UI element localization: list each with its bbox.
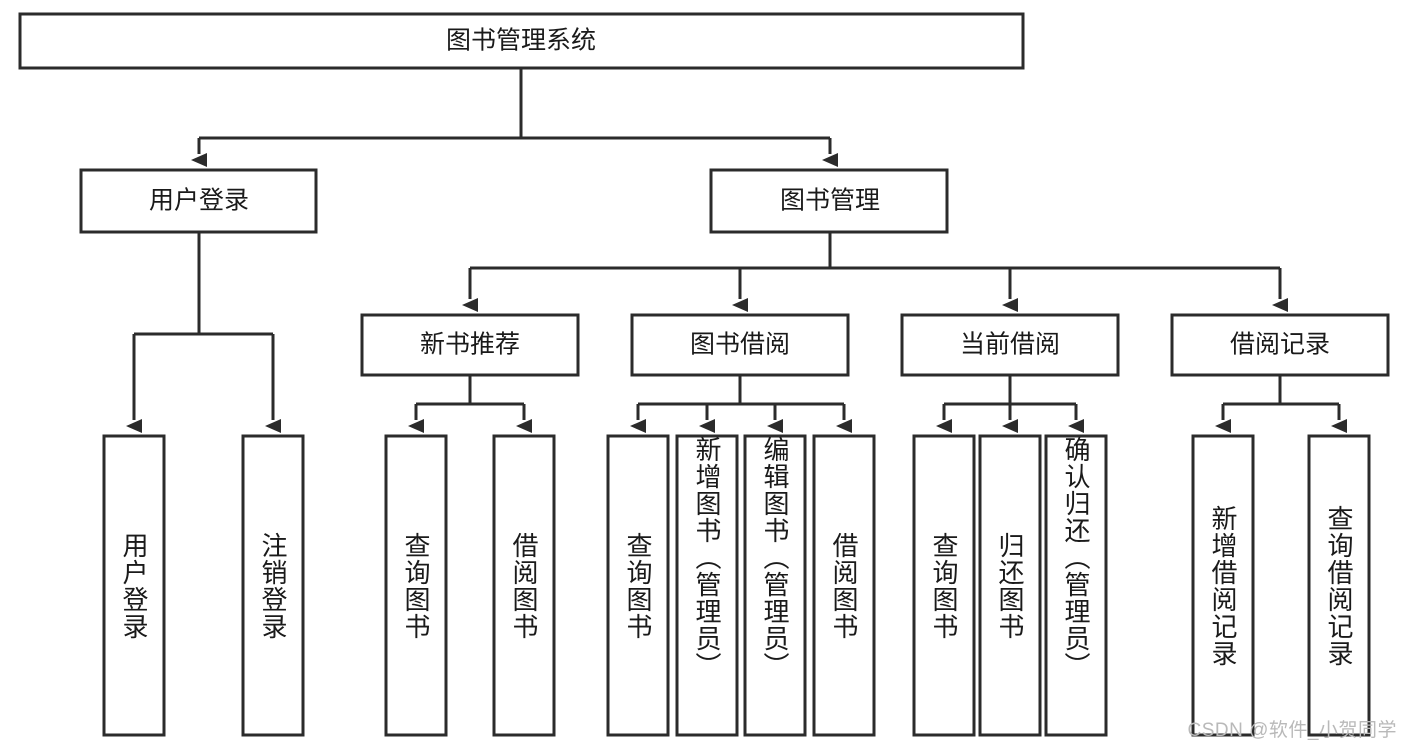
node-current-borrow[interactable]: 当前借阅 [900, 313, 1120, 377]
node-leaf-return-book[interactable] [978, 434, 1042, 737]
node-new-book-rec[interactable]: 新书推荐 [360, 313, 580, 377]
node-book-borrow-label: 图书借阅 [690, 331, 790, 359]
connector-new-book-rec-to-leaves [408, 375, 532, 433]
node-leaf-query-book-1[interactable] [384, 434, 448, 737]
node-book-manage-label: 图书管理 [780, 187, 880, 215]
node-borrow-record[interactable]: 借阅记录 [1170, 313, 1390, 377]
node-user-login[interactable]: 用户登录 [79, 168, 318, 234]
watermark-text: CSDN @软件_小贺同学 [1187, 720, 1397, 741]
node-user-login-label: 用户登录 [149, 187, 249, 215]
node-current-borrow-label: 当前借阅 [960, 331, 1060, 359]
node-leaf-user-login[interactable] [102, 434, 166, 737]
node-leaf-query-record[interactable] [1307, 434, 1371, 737]
node-leaf-add-book[interactable] [675, 434, 739, 737]
node-leaf-query-book-3[interactable] [912, 434, 976, 737]
node-leaf-borrow-book-2[interactable] [812, 434, 876, 737]
connector-book-borrow-to-leaves [630, 375, 852, 433]
node-leaf-query-book-2[interactable] [606, 434, 670, 737]
node-leaf-edit-book[interactable] [743, 434, 807, 737]
node-borrow-record-label: 借阅记录 [1230, 331, 1330, 359]
node-leaf-add-record[interactable] [1191, 434, 1255, 737]
node-leaf-user-logout[interactable] [241, 434, 305, 737]
connector-borrow-record-to-leaves [1215, 375, 1347, 433]
node-book-manage[interactable]: 图书管理 [709, 168, 949, 234]
node-book-borrow[interactable]: 图书借阅 [630, 313, 850, 377]
connector-user-login-to-leaves [126, 232, 281, 433]
node-leaf-confirm-return[interactable] [1044, 434, 1108, 737]
connector-current-borrow-to-leaves [936, 375, 1084, 433]
connector-root-to-bus [199, 68, 830, 140]
node-root-label: 图书管理系统 [446, 27, 596, 55]
node-new-book-rec-label: 新书推荐 [420, 331, 520, 359]
node-root[interactable]: 图书管理系统 [18, 12, 1025, 70]
node-leaf-borrow-book-1[interactable] [492, 434, 556, 737]
connector-book-manage-to-level3 [462, 232, 1288, 312]
